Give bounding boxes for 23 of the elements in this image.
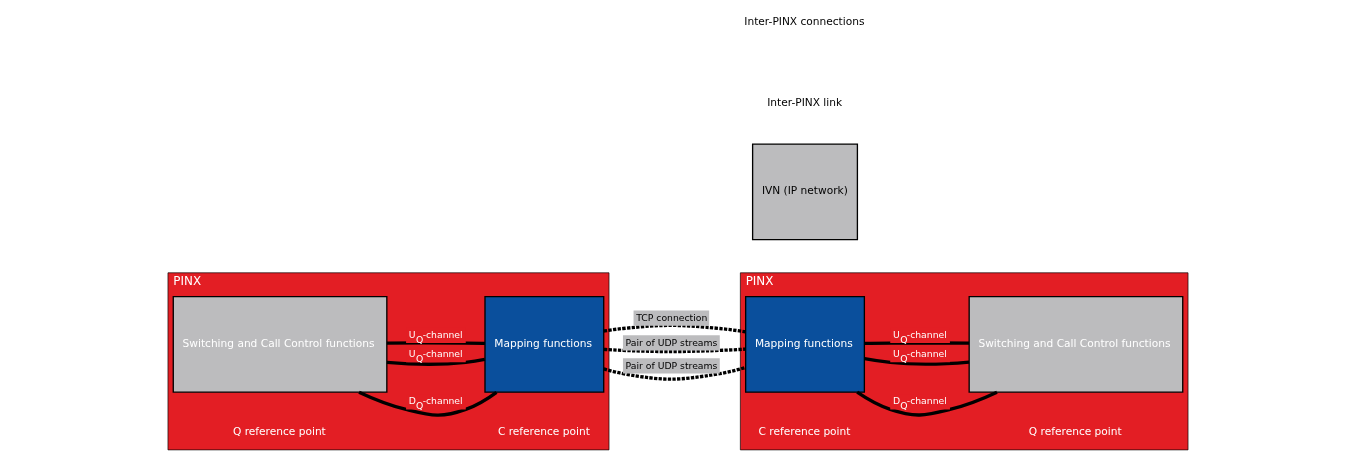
connector bbox=[856, 390, 998, 417]
label: C reference point bbox=[497, 425, 590, 439]
node-box: Mapping functions bbox=[484, 296, 605, 393]
label: Q reference point bbox=[232, 425, 326, 439]
node-box: Switching and Call Control functions bbox=[968, 296, 1184, 393]
edge-label: Pair of UDP streams bbox=[625, 336, 718, 348]
connector bbox=[864, 341, 970, 346]
label: C reference point bbox=[758, 425, 851, 439]
label: Inter-PINX connections bbox=[744, 15, 865, 29]
edge-label: TCP connection bbox=[636, 312, 708, 324]
connector bbox=[864, 356, 970, 366]
label: Inter-PINX link bbox=[767, 96, 843, 110]
connector bbox=[603, 365, 747, 381]
connector bbox=[358, 390, 498, 417]
edge-label: Pair of UDP streams bbox=[625, 359, 718, 371]
connector bbox=[386, 357, 486, 366]
node-box: IVN (IP network) bbox=[751, 143, 859, 241]
node-box: Switching and Call Control functions bbox=[172, 296, 388, 393]
connector bbox=[603, 347, 746, 354]
connector bbox=[386, 341, 485, 345]
connector bbox=[603, 323, 746, 334]
label: Q reference point bbox=[1028, 425, 1122, 439]
node-box: Mapping functions bbox=[745, 296, 866, 393]
